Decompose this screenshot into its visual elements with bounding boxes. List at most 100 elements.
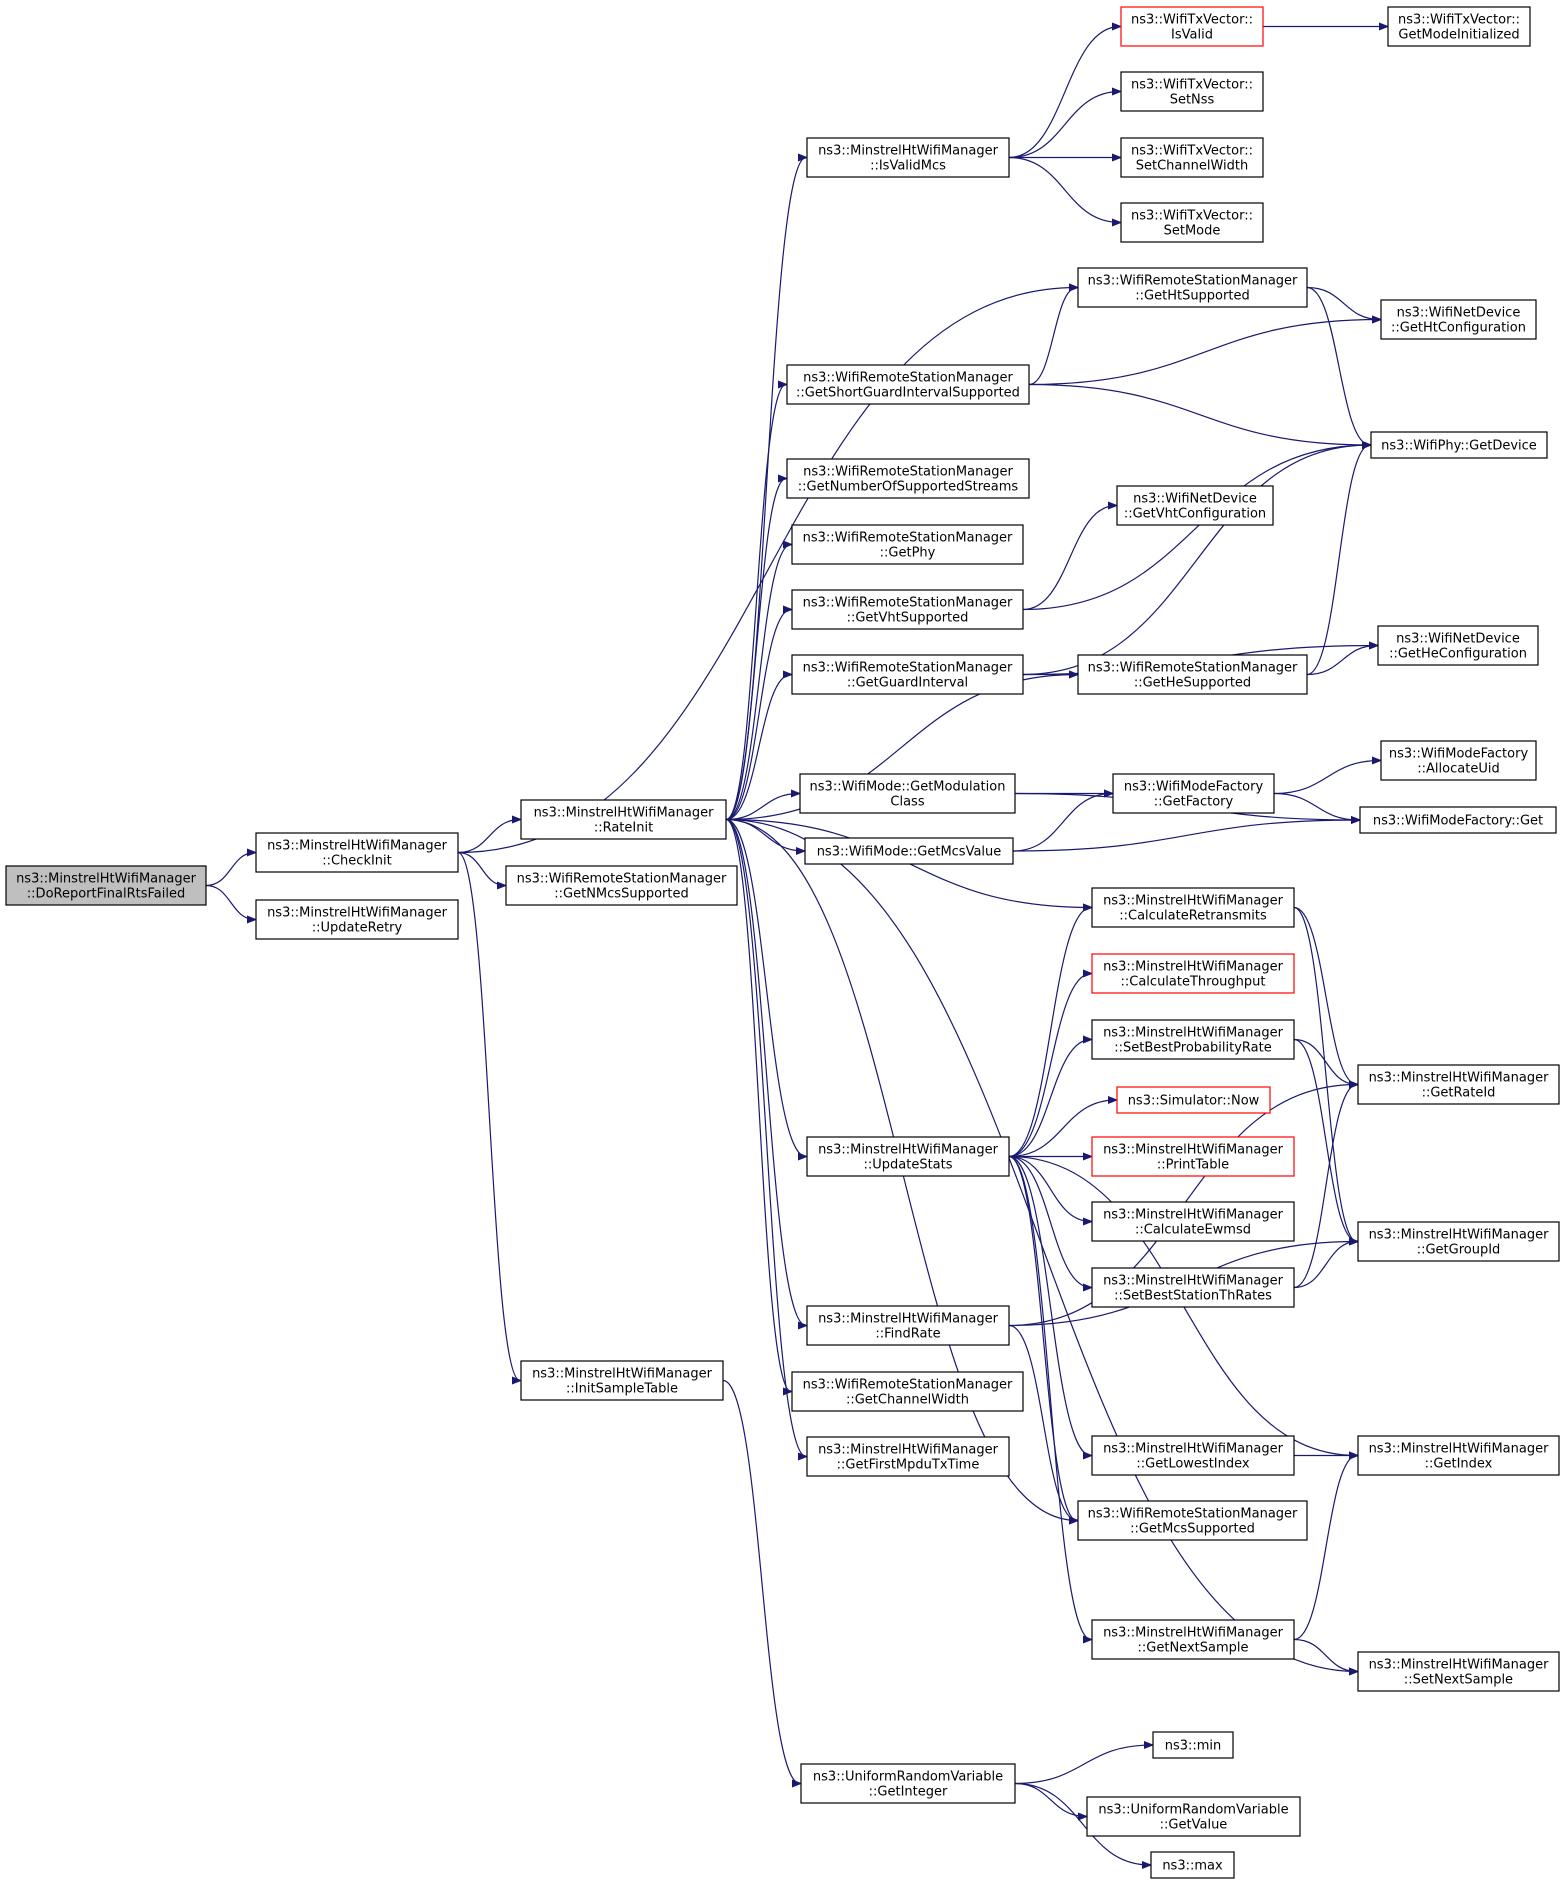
node-box[interactable] [786, 458, 1030, 499]
graph-node-calcewmsd[interactable]: ns3::MinstrelHtWifiManager::CalculateEwm… [1091, 1201, 1295, 1242]
graph-node-getnss[interactable]: ns3::WifiRemoteStationManager::GetNumber… [786, 458, 1030, 499]
node-box[interactable] [1091, 953, 1295, 994]
node-box[interactable] [1091, 1136, 1295, 1177]
graph-node-calcretrans[interactable]: ns3::MinstrelHtWifiManager::CalculateRet… [1091, 887, 1295, 928]
node-box[interactable] [1091, 887, 1295, 928]
node-box[interactable] [1077, 654, 1308, 695]
graph-node-simnow[interactable]: ns3::Simulator::Now [1116, 1086, 1271, 1114]
graph-node-getlowest[interactable]: ns3::MinstrelHtWifiManager::GetLowestInd… [1091, 1435, 1295, 1476]
graph-node-getheconf[interactable]: ns3::WifiNetDevice::GetHeConfiguration [1377, 625, 1539, 666]
graph-node-setchw[interactable]: ns3::WifiTxVector::SetChannelWidth [1120, 137, 1264, 178]
node-box[interactable] [806, 1136, 1010, 1177]
node-box[interactable] [1091, 1201, 1295, 1242]
graph-node-getgroupid[interactable]: ns3::MinstrelHtWifiManager::GetGroupId [1357, 1221, 1560, 1262]
node-box[interactable] [804, 837, 1014, 865]
node-box[interactable] [1150, 1851, 1235, 1879]
node-box[interactable] [1116, 485, 1274, 526]
graph-node-getgi[interactable]: ns3::WifiRemoteStationManager::GetGuardI… [791, 654, 1024, 695]
node-box[interactable] [1377, 625, 1539, 666]
graph-node-gethtsup[interactable]: ns3::WifiRemoteStationManager::GetHtSupp… [1077, 267, 1308, 308]
graph-node-urvgetval[interactable]: ns3::UniformRandomVariable::GetValue [1086, 1796, 1301, 1837]
graph-node-setnss[interactable]: ns3::WifiTxVector::SetNss [1120, 71, 1264, 112]
node-box[interactable] [800, 1763, 1016, 1804]
node-box[interactable] [1380, 299, 1537, 340]
graph-node-getsgi[interactable]: ns3::WifiRemoteStationManager::GetShortG… [786, 364, 1030, 405]
node-box[interactable] [806, 1436, 1010, 1477]
graph-node-max[interactable]: ns3::max [1150, 1851, 1235, 1879]
node-box[interactable] [799, 773, 1016, 814]
node-box[interactable] [1120, 202, 1264, 243]
node-box[interactable] [1120, 71, 1264, 112]
node-box[interactable] [1116, 1086, 1271, 1114]
node-box[interactable] [1152, 1731, 1234, 1759]
graph-node-isvalidmcs[interactable]: ns3::MinstrelHtWifiManager::IsValidMcs [806, 137, 1010, 178]
graph-node-gethtconf[interactable]: ns3::WifiNetDevice::GetHtConfiguration [1380, 299, 1537, 340]
graph-node-txisvalid[interactable]: ns3::WifiTxVector::IsValid [1120, 6, 1264, 47]
node-box[interactable] [1370, 431, 1548, 459]
graph-node-initsample[interactable]: ns3::MinstrelHtWifiManager::InitSampleTa… [520, 1360, 724, 1401]
graph-node-printtable[interactable]: ns3::MinstrelHtWifiManager::PrintTable [1091, 1136, 1295, 1177]
graph-node-getfirstmpdu[interactable]: ns3::MinstrelHtWifiManager::GetFirstMpdu… [806, 1436, 1010, 1477]
graph-node-setnextsample[interactable]: ns3::MinstrelHtWifiManager::SetNextSampl… [1357, 1651, 1560, 1692]
node-box[interactable] [255, 899, 459, 940]
graph-node-calcthru[interactable]: ns3::MinstrelHtWifiManager::CalculateThr… [1091, 953, 1295, 994]
node-box[interactable] [520, 1360, 724, 1401]
graph-node-getvhtconf[interactable]: ns3::WifiNetDevice::GetVhtConfiguration [1116, 485, 1274, 526]
node-box[interactable] [1357, 1435, 1560, 1476]
node-box[interactable] [1387, 6, 1531, 47]
graph-node-getnmcs[interactable]: ns3::WifiRemoteStationManager::GetNMcsSu… [505, 865, 738, 906]
graph-node-setbestth[interactable]: ns3::MinstrelHtWifiManager::SetBestStati… [1091, 1267, 1295, 1308]
node-box[interactable] [1086, 1796, 1301, 1837]
graph-node-checkinit[interactable]: ns3::MinstrelHtWifiManager::CheckInit [255, 832, 459, 873]
graph-node-min[interactable]: ns3::min [1152, 1731, 1234, 1759]
node-box[interactable] [505, 865, 738, 906]
graph-node-getmcsval[interactable]: ns3::WifiMode::GetMcsValue [804, 837, 1014, 865]
graph-node-getvhtsup[interactable]: ns3::WifiRemoteStationManager::GetVhtSup… [791, 589, 1024, 630]
graph-node-urvgetint[interactable]: ns3::UniformRandomVariable::GetInteger [800, 1763, 1016, 1804]
node-box[interactable] [1359, 806, 1557, 834]
node-box[interactable] [806, 1305, 1010, 1346]
node-box[interactable] [1357, 1064, 1560, 1105]
graph-node-findrate[interactable]: ns3::MinstrelHtWifiManager::FindRate [806, 1305, 1010, 1346]
node-box[interactable] [1091, 1619, 1295, 1660]
graph-node-allocuid[interactable]: ns3::WifiModeFactory::AllocateUid [1380, 740, 1537, 781]
graph-node-setmode[interactable]: ns3::WifiTxVector::SetMode [1120, 202, 1264, 243]
node-box[interactable] [255, 832, 459, 873]
node-box[interactable] [1091, 1435, 1295, 1476]
node-box[interactable] [791, 654, 1024, 695]
graph-node-getnextsample[interactable]: ns3::MinstrelHtWifiManager::GetNextSampl… [1091, 1619, 1295, 1660]
node-box[interactable] [786, 364, 1030, 405]
graph-node-phygetdev[interactable]: ns3::WifiPhy::GetDevice [1370, 431, 1548, 459]
node-box[interactable] [1077, 267, 1308, 308]
graph-node-getmcssup[interactable]: ns3::WifiRemoteStationManager::GetMcsSup… [1077, 1500, 1308, 1541]
graph-node-setbestprob[interactable]: ns3::MinstrelHtWifiManager::SetBestProba… [1091, 1019, 1295, 1060]
graph-node-getindex[interactable]: ns3::MinstrelHtWifiManager::GetIndex [1357, 1435, 1560, 1476]
graph-node-factoryget[interactable]: ns3::WifiModeFactory::Get [1359, 806, 1557, 834]
graph-node-root[interactable]: ns3::MinstrelHtWifiManager::DoReportFina… [5, 865, 207, 906]
graph-node-gethesup[interactable]: ns3::WifiRemoteStationManager::GetHeSupp… [1077, 654, 1308, 695]
node-box[interactable] [5, 865, 207, 906]
node-box[interactable] [1357, 1221, 1560, 1262]
node-box[interactable] [1357, 1651, 1560, 1692]
node-box[interactable] [1077, 1500, 1308, 1541]
node-box[interactable] [1120, 6, 1264, 47]
node-box[interactable] [1091, 1019, 1295, 1060]
graph-node-updateretry[interactable]: ns3::MinstrelHtWifiManager::UpdateRetry [255, 899, 459, 940]
graph-node-getchwidth[interactable]: ns3::WifiRemoteStationManager::GetChanne… [791, 1371, 1024, 1412]
node-box[interactable] [791, 524, 1024, 565]
node-box[interactable] [1112, 773, 1275, 814]
node-box[interactable] [791, 589, 1024, 630]
node-box[interactable] [1120, 137, 1264, 178]
node-box[interactable] [791, 1371, 1024, 1412]
graph-node-getphy[interactable]: ns3::WifiRemoteStationManager::GetPhy [791, 524, 1024, 565]
node-box[interactable] [520, 799, 727, 840]
graph-node-rateinit[interactable]: ns3::MinstrelHtWifiManager::RateInit [520, 799, 727, 840]
node-box[interactable] [1091, 1267, 1295, 1308]
graph-node-getfactory[interactable]: ns3::WifiModeFactory::GetFactory [1112, 773, 1275, 814]
graph-node-updatestats[interactable]: ns3::MinstrelHtWifiManager::UpdateStats [806, 1136, 1010, 1177]
node-box[interactable] [806, 137, 1010, 178]
graph-node-getrateid[interactable]: ns3::MinstrelHtWifiManager::GetRateId [1357, 1064, 1560, 1105]
node-box[interactable] [1380, 740, 1537, 781]
graph-node-getmodeinit[interactable]: ns3::WifiTxVector::GetModeInitialized [1387, 6, 1531, 47]
